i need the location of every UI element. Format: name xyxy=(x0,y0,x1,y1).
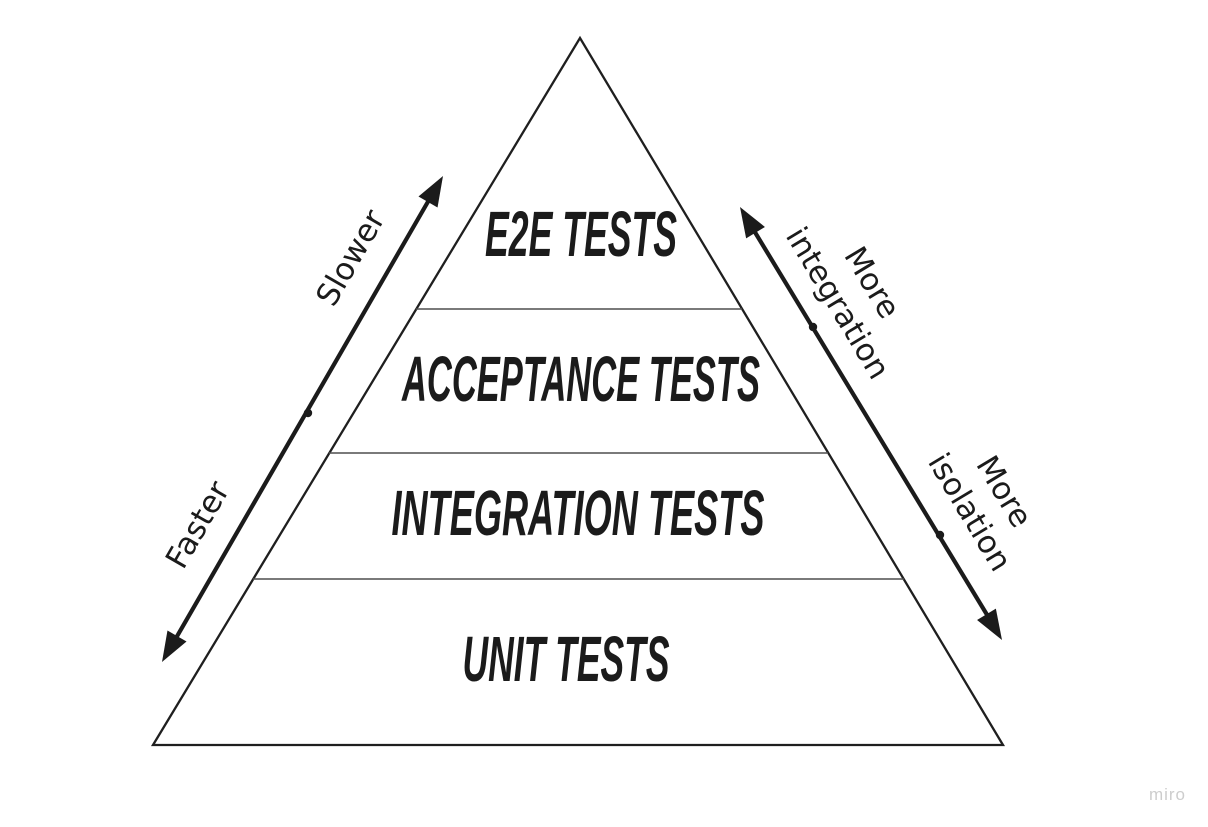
connector-dot xyxy=(303,408,313,418)
arrow-up-icon xyxy=(740,207,765,239)
pyramid-level-label-unit[interactable]: UNIT TESTS xyxy=(463,623,670,695)
pyramid-level-label-integration[interactable]: INTEGRATION TESTS xyxy=(392,477,765,549)
speed-label-faster[interactable]: Faster xyxy=(159,475,237,575)
pyramid-shape[interactable]: E2E TESTS ACCEPTANCE TESTS INTEGRATION T… xyxy=(150,35,1006,747)
arrow-down-icon xyxy=(977,608,1002,640)
speed-label-slower[interactable]: Slower xyxy=(309,204,393,313)
integration-arrow[interactable]: More integration More isolation xyxy=(731,201,1053,646)
pyramid-level-label-acceptance[interactable]: ACCEPTANCE TESTS xyxy=(401,343,760,415)
pyramid-level-label-e2e[interactable]: E2E TESTS xyxy=(485,198,677,270)
miro-watermark: miro xyxy=(1149,785,1186,804)
pyramid-outline[interactable] xyxy=(150,35,1006,747)
connector-dot xyxy=(808,322,818,332)
arrow-down-icon xyxy=(162,630,187,662)
arrow-up-icon xyxy=(418,176,443,208)
connector-dot xyxy=(935,530,945,540)
speed-arrow-shaft xyxy=(170,191,435,647)
integration-arrow-shaft xyxy=(748,222,994,625)
